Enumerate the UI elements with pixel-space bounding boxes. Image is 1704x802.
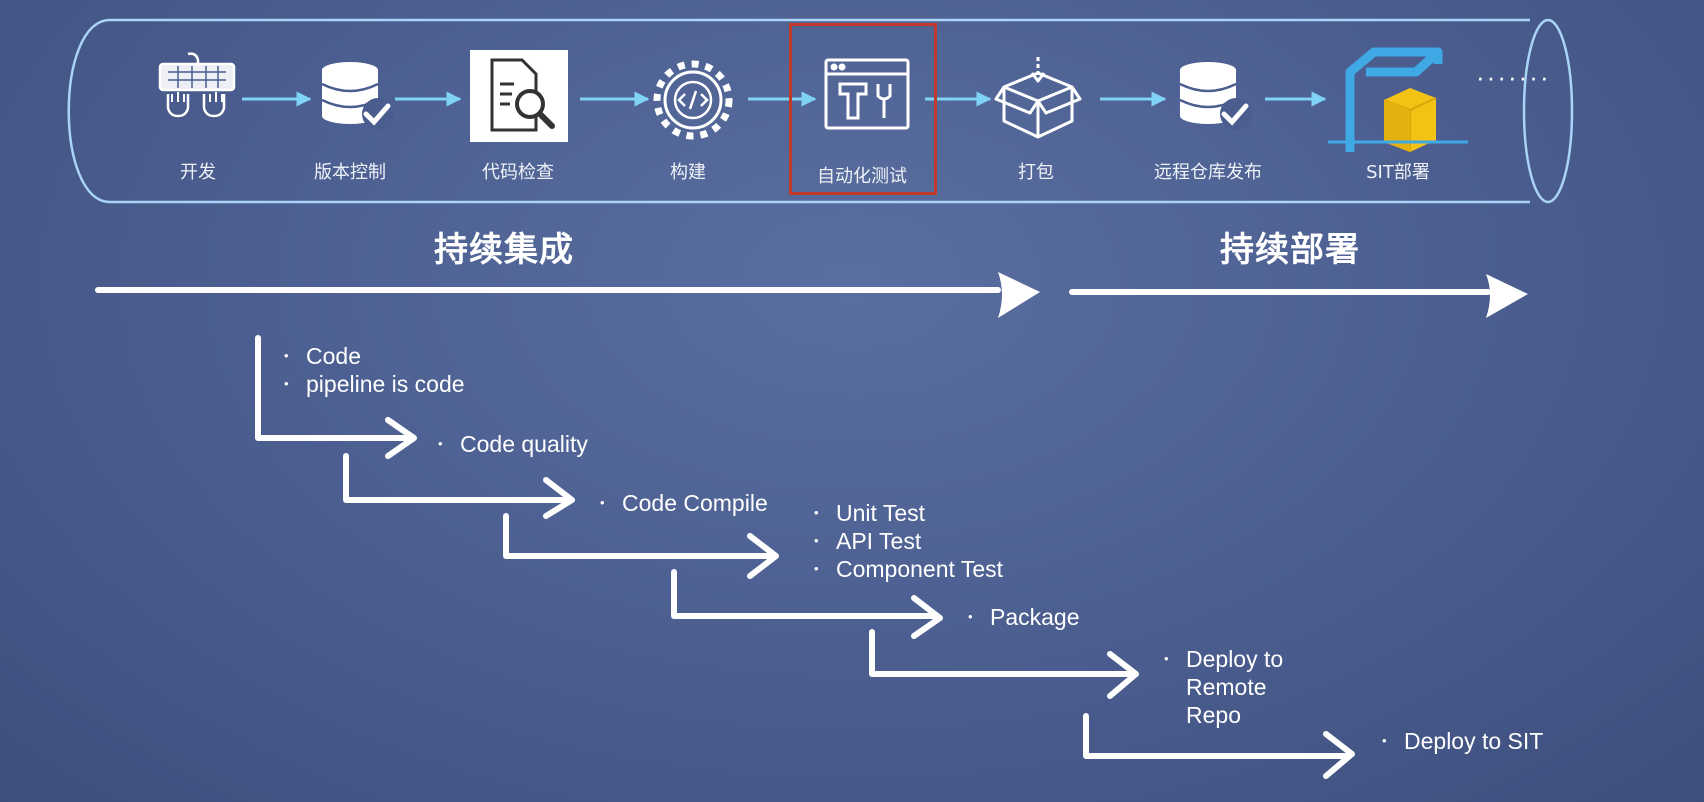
stage-label-auto-test: 自动化测试: [817, 166, 907, 187]
pipeline-tube: [67, 18, 1574, 204]
step-group-code-quality: •Code quality: [438, 430, 588, 458]
step-arrow-3: [503, 513, 779, 579]
stage-label-dev: 开发: [180, 162, 216, 183]
stage-label-remote-publish: 远程仓库发布: [1154, 162, 1262, 183]
cube-deploy-icon: [1328, 47, 1468, 152]
step-arrow-6: [1083, 713, 1355, 779]
list-item: •Code Compile: [600, 490, 768, 516]
list-item: •Code quality: [438, 431, 588, 457]
stage-label-package: 打包: [1018, 162, 1054, 183]
document-magnifier-icon: [470, 50, 568, 142]
step-group-deploy-repo: •Deploy to Remote Repo: [1164, 645, 1283, 729]
pipeline-ellipsis: ·······: [1476, 62, 1551, 92]
step-arrow-5: [869, 629, 1139, 699]
package-box-icon: [994, 57, 1082, 139]
list-item: •Code: [284, 343, 361, 369]
phase-label-cd: 持续部署: [1220, 230, 1360, 270]
step-group-tests: •Unit Test •API Test •Component Test: [814, 499, 1003, 583]
list-item: Remote: [1186, 674, 1267, 700]
keyboard-hands-icon: [158, 52, 236, 118]
tools-window-icon: [824, 58, 910, 130]
stage-label-build: 构建: [670, 162, 706, 183]
ci-arrow: [95, 272, 1040, 318]
step-arrows: [255, 335, 1355, 779]
list-item: •Deploy to: [1164, 646, 1284, 672]
stage-label-code-check: 代码检查: [482, 162, 554, 183]
list-item: •Package: [968, 604, 1080, 630]
step-arrow-1: [255, 335, 417, 459]
cd-arrow: [1069, 274, 1528, 318]
highlight-box: [789, 23, 937, 195]
database-check-icon: [321, 62, 394, 130]
list-item: •Deploy to SIT: [1382, 728, 1544, 754]
stage-label-sit-deploy: SIT部署: [1366, 162, 1430, 183]
list-item: •pipeline is code: [284, 371, 465, 397]
gear-code-icon: [653, 60, 733, 140]
list-item: Repo: [1186, 702, 1241, 728]
stage-label-vcs: 版本控制: [314, 162, 386, 183]
database-check-icon: [1179, 62, 1252, 130]
step-arrow-2: [343, 453, 575, 519]
step-group-deploy-sit: •Deploy to SIT: [1382, 727, 1543, 755]
step-group-code: •Code •pipeline is code: [284, 342, 465, 398]
step-group-package: •Package: [968, 603, 1080, 631]
phase-label-ci: 持续集成: [434, 230, 574, 270]
list-item: •Unit Test: [814, 500, 926, 526]
list-item: •API Test: [814, 528, 922, 554]
step-group-code-compile: •Code Compile: [600, 489, 768, 517]
list-item: •Component Test: [814, 556, 1004, 582]
step-arrow-4: [671, 569, 943, 639]
